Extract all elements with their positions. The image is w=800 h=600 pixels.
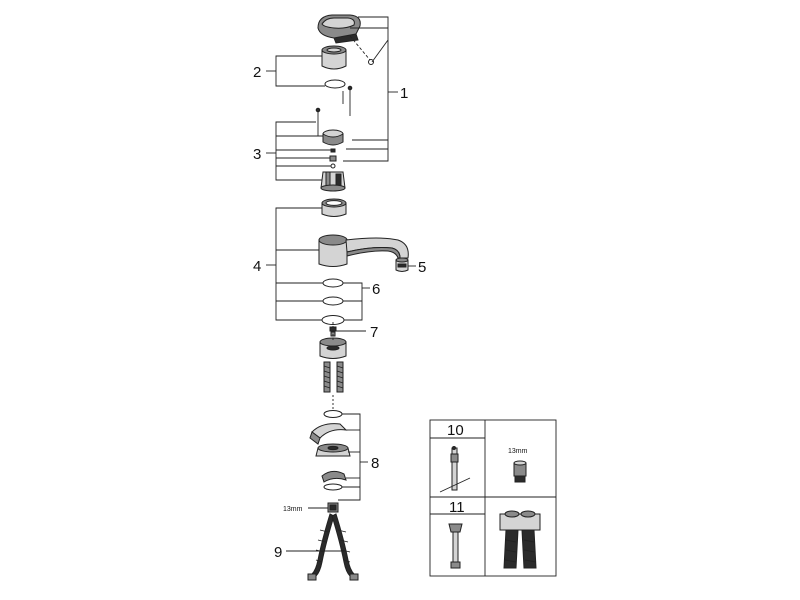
part-1-lever-handle (317, 14, 374, 65)
callout-8: 8 (371, 455, 379, 472)
part-6-sealing-rings (321, 278, 345, 325)
tool-10-nut-insert (513, 460, 527, 483)
accessory-13mm-label: 13mm (508, 448, 528, 455)
callout-5: 5 (418, 259, 426, 276)
dimension-13mm-label: 13mm (283, 506, 303, 513)
part-2-cap-and-ring (321, 45, 347, 89)
callout-7: 7 (370, 324, 378, 341)
accessory-box: 10 11 13mm (429, 419, 557, 577)
callout-6: 6 (372, 281, 380, 298)
base-block (319, 322, 347, 359)
callout-labels: 1 2 3 4 5 6 7 8 9 13mm (253, 64, 426, 561)
callout-9: 9 (274, 544, 282, 561)
part-8-mounting-set (309, 410, 351, 491)
tool-11-hose-connector (499, 510, 541, 569)
threaded-studs (323, 361, 344, 410)
tool-11-wrench-bar (448, 523, 463, 569)
leader-lines (266, 16, 416, 552)
tool-10-socket-key (439, 446, 471, 493)
part-9-flexible-hoses (307, 513, 359, 581)
callout-2: 2 (253, 64, 261, 81)
callout-3: 3 (253, 146, 261, 163)
handle-screw (368, 59, 374, 65)
accessory-label-10: 10 (447, 422, 464, 439)
accessory-label-11: 11 (449, 499, 465, 516)
callout-4: 4 (253, 258, 261, 275)
callout-1: 1 (400, 85, 408, 102)
part-3-cartridge-assembly (315, 85, 353, 192)
nut-13mm (327, 502, 339, 513)
part-5-aerator (395, 257, 409, 272)
part-4-spout-body (318, 198, 409, 267)
